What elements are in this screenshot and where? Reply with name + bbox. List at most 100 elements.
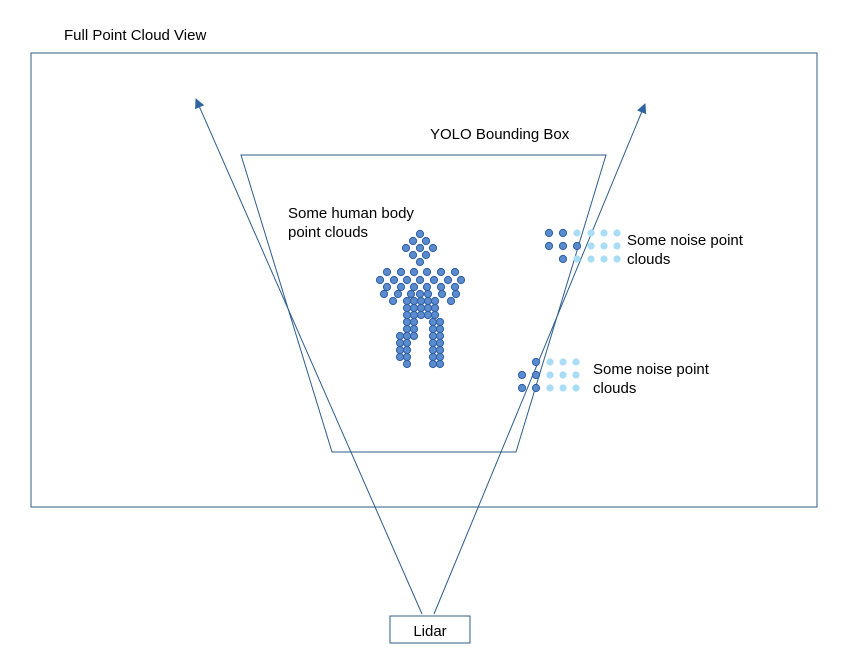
noise-point-cloud-1 — [544, 228, 621, 264]
noise-point — [531, 383, 541, 393]
noise-point-faint — [587, 229, 595, 237]
fov-right-arrow — [433, 103, 647, 615]
human-point — [409, 303, 419, 313]
noise-point-faint — [573, 255, 581, 263]
lidar-box — [389, 615, 471, 644]
human-point — [446, 296, 456, 306]
noise-point-faint — [600, 242, 608, 250]
noise-cloud-1-label-line1: Some noise point — [627, 232, 744, 249]
human-point — [415, 243, 425, 253]
human-point — [375, 275, 385, 285]
human-point — [443, 275, 453, 285]
human-point — [423, 310, 433, 320]
human-point — [408, 236, 418, 246]
human-point — [421, 236, 431, 246]
human-point — [396, 267, 406, 277]
noise-point-faint — [572, 358, 580, 366]
noise-cloud-1-label-line2: clouds — [627, 251, 670, 268]
human-point — [428, 338, 438, 348]
human-point — [409, 317, 419, 327]
noise-point — [544, 241, 554, 251]
human-point — [402, 331, 412, 341]
noise-point — [544, 228, 554, 238]
human-point — [395, 338, 405, 348]
human-point — [428, 352, 438, 362]
noise-point-faint — [613, 229, 621, 237]
noise-point — [572, 241, 582, 251]
noise-point-faint — [559, 384, 567, 392]
human-point — [415, 275, 425, 285]
human-point — [456, 275, 466, 285]
human-point — [402, 310, 412, 320]
human-point — [429, 275, 439, 285]
human-point — [402, 317, 412, 327]
human-point — [450, 282, 460, 292]
human-point — [402, 352, 412, 362]
human-point — [428, 317, 438, 327]
noise-cloud-2-label-line1: Some noise point — [593, 361, 710, 378]
noise-point-faint — [572, 384, 580, 392]
noise-point-faint — [613, 255, 621, 263]
noise-point-faint — [600, 229, 608, 237]
human-point — [415, 289, 425, 299]
human-point — [423, 296, 433, 306]
yolo-bbox-title: YOLO Bounding Box — [430, 126, 570, 143]
human-point — [396, 282, 406, 292]
human-point — [435, 317, 445, 327]
noise-point-faint — [587, 255, 595, 263]
noise-point-faint — [546, 358, 554, 366]
noise-point-faint — [559, 371, 567, 379]
noise-point-cloud-2 — [517, 357, 580, 393]
human-point — [401, 243, 411, 253]
human-point — [428, 324, 438, 334]
noise-point — [531, 370, 541, 380]
noise-point-faint — [546, 371, 554, 379]
human-point — [430, 296, 440, 306]
human-point — [389, 275, 399, 285]
human-point — [430, 310, 440, 320]
human-point — [395, 345, 405, 355]
lidar-label: Lidar — [413, 623, 446, 640]
human-point — [409, 267, 419, 277]
human-point — [402, 324, 412, 334]
noise-point-faint — [546, 384, 554, 392]
human-point — [435, 359, 445, 369]
human-point — [436, 267, 446, 277]
human-point — [402, 296, 412, 306]
human-point — [402, 338, 412, 348]
noise-point — [558, 228, 568, 238]
human-point — [402, 303, 412, 313]
human-point — [450, 267, 460, 277]
human-point — [422, 267, 432, 277]
human-point — [435, 338, 445, 348]
fov-left-arrow — [195, 98, 423, 615]
human-point — [428, 331, 438, 341]
human-point — [415, 257, 425, 267]
human-point — [409, 324, 419, 334]
human-point — [406, 289, 416, 299]
human-point — [435, 345, 445, 355]
full-view-frame — [30, 52, 818, 508]
noise-point — [531, 357, 541, 367]
noise-point — [517, 383, 527, 393]
human-point — [428, 359, 438, 369]
human-point — [379, 289, 389, 299]
human-point — [435, 352, 445, 362]
noise-point-faint — [600, 255, 608, 263]
human-point — [382, 267, 392, 277]
human-point — [435, 324, 445, 334]
human-point — [435, 331, 445, 341]
human-point — [402, 359, 412, 369]
full-view-title: Full Point Cloud View — [64, 27, 206, 44]
human-point — [402, 345, 412, 355]
human-point — [409, 310, 419, 320]
human-point — [393, 289, 403, 299]
yolo-bounding-box — [240, 154, 607, 453]
human-point — [416, 310, 426, 320]
human-point — [416, 296, 426, 306]
human-point — [421, 250, 431, 260]
noise-point — [558, 241, 568, 251]
human-point — [436, 282, 446, 292]
human-point — [408, 250, 418, 260]
human-point — [388, 296, 398, 306]
